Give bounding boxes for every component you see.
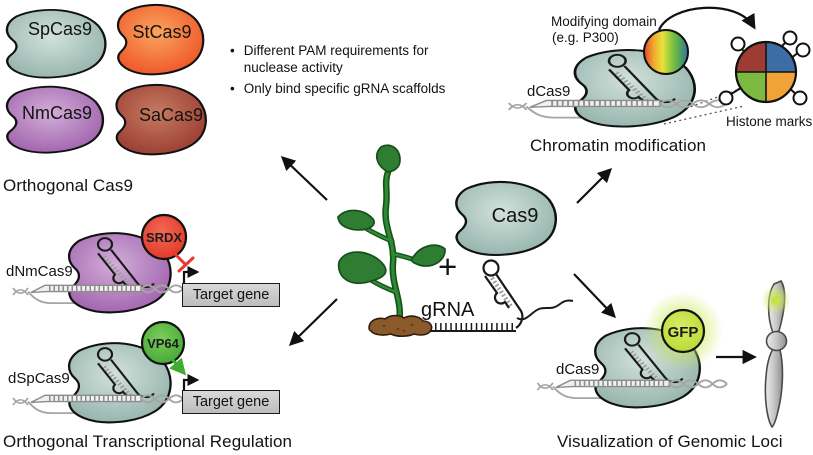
grna-structure	[430, 259, 574, 332]
stcas9-label: StCas9	[132, 22, 192, 42]
target-gene-label: Target gene	[192, 394, 270, 410]
srdx-circle	[140, 213, 188, 261]
zoom-dotted-line-lower	[663, 105, 745, 125]
inhibition-tee	[171, 250, 195, 273]
target-gene-box-repressed: Target gene	[182, 283, 280, 307]
modifying-domain-label-line1: Modifying domain	[551, 14, 657, 29]
plant-illustration	[337, 144, 446, 338]
plant-stem	[364, 168, 415, 328]
transcriptional-regulation-title: Orthogonal Transcriptional Regulation	[3, 432, 293, 451]
gfp-circle	[660, 308, 706, 354]
arrow-top-left	[280, 156, 328, 201]
plus-sign: +	[438, 248, 458, 285]
genomic-loci-title: Visualization of Genomic Loci	[557, 432, 783, 451]
dcas9-chromatin-label: dCas9	[527, 83, 571, 100]
arrow-top-right	[576, 167, 613, 204]
gfp-label: GFP	[667, 324, 699, 341]
spcas9-label: SpCas9	[27, 19, 93, 39]
orthogonal-cas9-title: Orthogonal Cas9	[3, 176, 134, 195]
chromatin-modification-title: Chromatin modification	[530, 136, 707, 155]
srdx-label: SRDX	[145, 230, 183, 245]
dspcas9-label: dSpCas9	[8, 370, 70, 387]
plant-leaves	[337, 144, 446, 285]
target-gene-label: Target gene	[192, 287, 270, 303]
nucleosome-histone-marks	[718, 30, 811, 106]
curved-arrow	[657, 6, 756, 31]
target-gene-box-activated: Target gene	[182, 390, 280, 414]
sacas9-label: SaCas9	[138, 105, 204, 125]
vp64-label: VP64	[147, 336, 179, 351]
chromosome	[761, 280, 791, 429]
arrow-bottom-right	[573, 273, 616, 319]
modifying-domain-label-line2: (e.g. P300)	[552, 30, 619, 45]
nmcas9-label: NmCas9	[21, 103, 92, 123]
activation-arrow	[169, 357, 187, 376]
histone-marks-label: Histone marks	[726, 114, 813, 129]
dnmcas9-label: dNmCas9	[6, 263, 73, 280]
histone-tail-circles	[718, 30, 811, 106]
grna-label: gRNA	[421, 299, 475, 321]
chromatin-modification-group	[507, 6, 811, 128]
arrow-bottom-left	[288, 298, 338, 346]
list-item: • Only bind specific gRNA scaffolds	[230, 80, 446, 96]
radiating-arrows	[280, 156, 616, 346]
pam-properties-list: • Different PAM requirements for nucleas…	[230, 42, 462, 100]
list-item: • Different PAM requirements for nucleas…	[230, 43, 429, 76]
vp64-circle	[140, 320, 186, 366]
genomic-locus-dot	[771, 295, 781, 305]
bullet-icon: •	[230, 80, 235, 96]
dcas9-visualization-label: dCas9	[556, 361, 600, 378]
bullet-icon: •	[230, 43, 235, 58]
modifying-domain-circle	[643, 29, 689, 75]
cas9-label: Cas9	[491, 205, 539, 227]
